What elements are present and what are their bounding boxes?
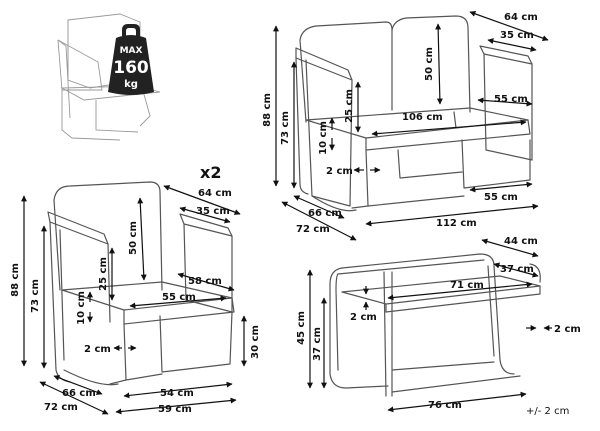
- sofa-depth-top-label: 64 cm: [504, 12, 538, 23]
- table-depth-top-line: [481, 238, 539, 258]
- armchair-seat-depth-label: 58 cm: [188, 276, 222, 287]
- armchair-base-depth-72-line: [39, 381, 109, 415]
- weight-value: 160: [113, 58, 149, 78]
- weight-max-label: MAX: [120, 46, 143, 56]
- sofa-height-total-label: 88 cm: [262, 93, 273, 127]
- armchair-base-width-54-line: [123, 381, 233, 399]
- armchair-base-depth-66-label: 66 cm: [62, 388, 96, 399]
- armchair-seat-depth-line: [177, 272, 235, 292]
- sofa-back-height-line: [435, 23, 443, 105]
- armchair-base-width-54-label: 54 cm: [160, 388, 194, 399]
- table-height-inner-label: 37 cm: [312, 327, 323, 361]
- sofa-seat-depth-label: 55 cm: [494, 94, 528, 105]
- sofa-depth-top-line: [469, 11, 549, 41]
- weight-badge-icon: MAX 160 kg: [108, 24, 154, 95]
- sofa-tube-label: 2 cm: [326, 166, 353, 177]
- armchair-base-width-59-line: [115, 397, 237, 415]
- armchair-height-total-label: 88 cm: [10, 263, 21, 297]
- table-drawing: [329, 253, 541, 397]
- table-width-total-line: [387, 391, 527, 413]
- table-tube-side-label: 2 cm: [554, 324, 581, 335]
- sofa-inner-base-line: [469, 181, 533, 193]
- table-depth-top-label: 44 cm: [504, 236, 538, 247]
- table-height-total-label: 45 cm: [296, 311, 307, 345]
- armchair-dimensions: 88 cm 73 cm 64 cm 35 cm 50 cm 25 cm 58 c…: [10, 185, 261, 415]
- armchair-seat-height-label: 30 cm: [250, 325, 261, 359]
- table-inner-depth-label: 37 cm: [500, 264, 534, 275]
- sofa-dimensions: 88 cm 73 cm 64 cm 35 cm 50 cm 25 cm 55 c…: [262, 11, 549, 241]
- armchair-base-depth-72-label: 72 cm: [44, 402, 78, 413]
- table-inner-width-line: [387, 281, 533, 301]
- tolerance-note: +/- 2 cm: [526, 406, 569, 417]
- armchair-back-height-label: 50 cm: [128, 221, 139, 255]
- sofa-height-back-label: 73 cm: [280, 111, 291, 145]
- table-width-total-label: 76 cm: [428, 400, 462, 411]
- armchair-drawing: [47, 181, 235, 386]
- sofa-seat-depth-line: [477, 97, 533, 107]
- sofa-base-depth-72-label: 72 cm: [296, 224, 330, 235]
- armchair-armrest-height-label: 25 cm: [98, 257, 109, 291]
- table-tube-top-label: 2 cm: [350, 312, 377, 323]
- sofa-leg-thickness-label: 10 cm: [318, 121, 329, 155]
- sofa-seat-width-label: 106 cm: [402, 112, 443, 123]
- armchair-tube-label: 2 cm: [84, 344, 111, 355]
- sofa-arm-depth-label: 35 cm: [500, 30, 534, 41]
- armchair-leg-thickness-label: 10 cm: [76, 291, 87, 325]
- armchair-base-width-59-label: 59 cm: [158, 404, 192, 415]
- weight-unit: kg: [124, 79, 138, 90]
- sofa-base-depth-72-line: [281, 201, 357, 241]
- armchair-depth-top-label: 64 cm: [198, 188, 232, 199]
- armchair-back-height-line: [137, 197, 147, 281]
- table-inner-width-label: 71 cm: [450, 280, 484, 291]
- sofa-back-height-label: 50 cm: [424, 47, 435, 81]
- sofa-arm-depth-line: [487, 38, 537, 52]
- sofa-width-total-line: [365, 203, 539, 227]
- table-inner-depth-line: [493, 262, 539, 278]
- armchair-seat-width-line: [129, 295, 227, 309]
- armchair-arm-depth-label: 35 cm: [196, 206, 230, 217]
- table-dimensions: 44 cm 37 cm 71 cm 45 cm 37 cm 2 cm 2 cm …: [296, 236, 581, 413]
- sofa-seat-width-line: [371, 119, 527, 137]
- quantity-label: x2: [200, 163, 221, 182]
- sofa-armrest-height-label: 25 cm: [344, 89, 355, 123]
- armchair-arm-depth-line: [179, 206, 231, 224]
- sofa-inner-base-label: 55 cm: [484, 192, 518, 203]
- sofa-width-total-label: 112 cm: [436, 218, 477, 229]
- armchair-height-back-label: 73 cm: [30, 279, 41, 313]
- armchair-seat-width-label: 55 cm: [162, 292, 196, 303]
